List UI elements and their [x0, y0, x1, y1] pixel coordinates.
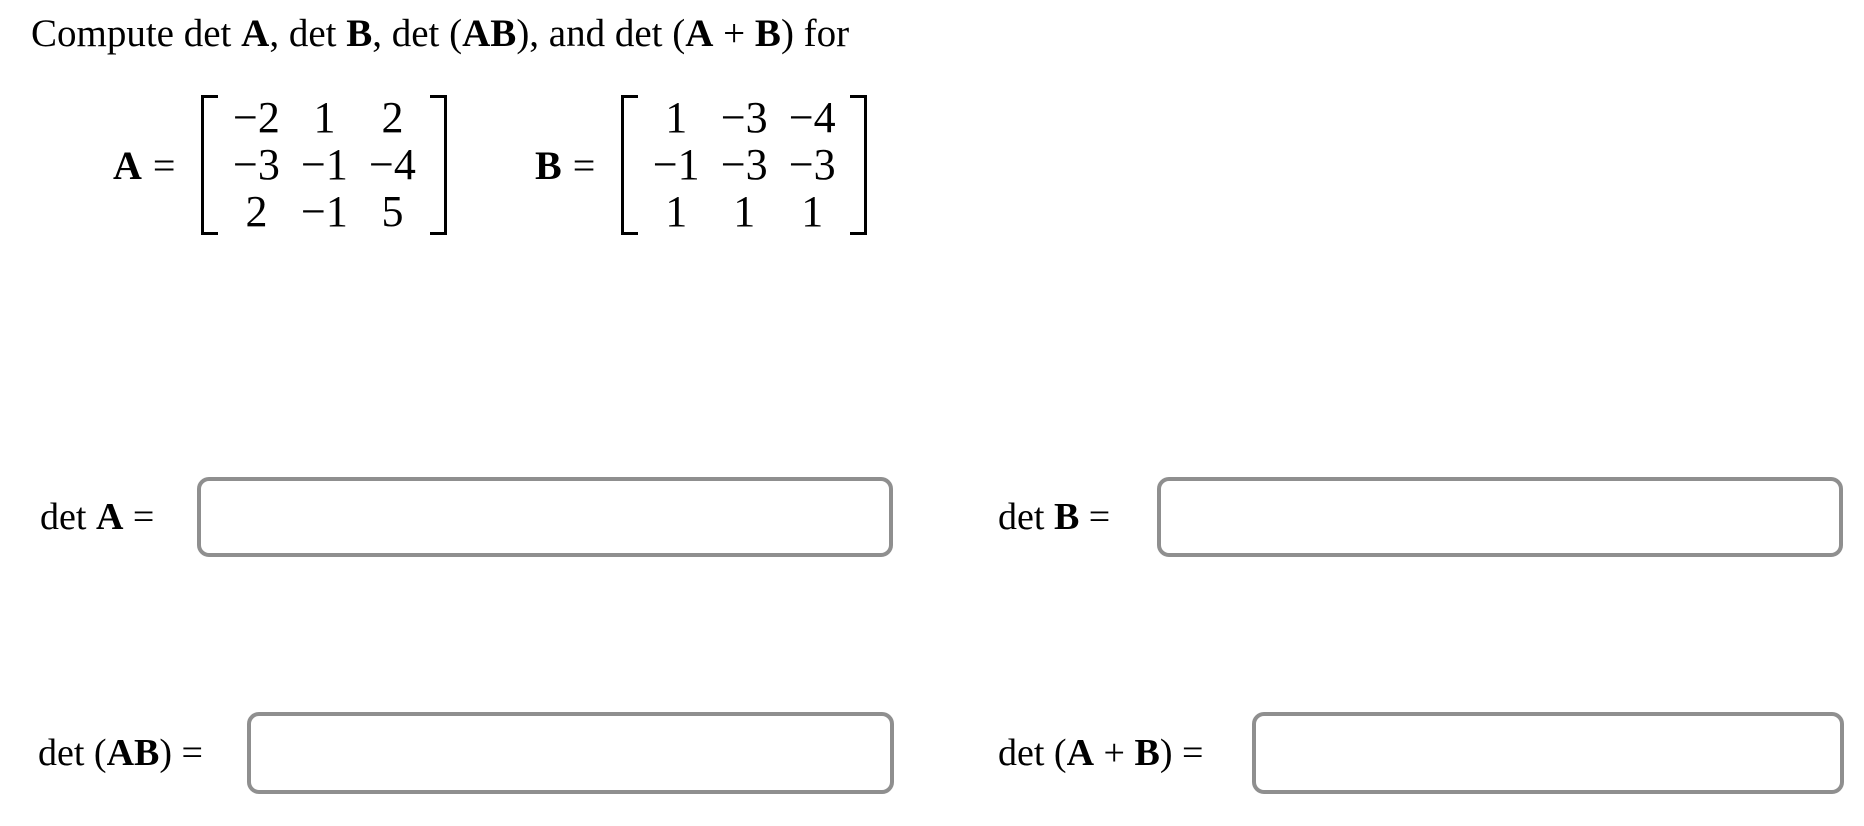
title-text-segment: + [713, 12, 755, 55]
matrix-a-symbol: A [1066, 732, 1095, 774]
left-bracket-glyph [621, 95, 639, 235]
matrix-cell: 1 [313, 93, 336, 143]
det-a-input[interactable] [197, 477, 893, 557]
label-text-segment: det ( [38, 732, 107, 774]
det-a-plus-b-label: det (A + B) = [998, 712, 1203, 794]
equals-sign: = [572, 142, 596, 188]
right-bracket-glyph [850, 95, 868, 235]
det-a-plus-b-input[interactable] [1252, 712, 1844, 794]
det-a-label: det A = [40, 477, 154, 557]
matrix-cell: −1 [301, 139, 348, 189]
matrix-cell: 5 [381, 186, 404, 236]
matrix-a-grid: −2 1 2 −3 −1 −4 2 −1 5 [218, 95, 430, 235]
matrix-cell: −4 [369, 139, 416, 189]
matrix-b-symbol: B [1134, 732, 1160, 774]
matrix-b-definition: B= 1 −3 −4 −1 −3 −3 1 1 1 [535, 95, 868, 235]
matrix-b-grid: 1 −3 −4 −1 −3 −3 1 1 1 [638, 95, 850, 235]
title-text-segment: ), and det ( [516, 12, 686, 55]
equals-sign: = [152, 142, 176, 188]
matrix-cell: −3 [720, 139, 768, 189]
matrix-b-brackets: 1 −3 −4 −1 −3 −3 1 1 1 [621, 95, 868, 235]
matrix-cell: 1 [801, 186, 824, 236]
matrix-cell: 1 [733, 186, 756, 236]
matrix-cell: 2 [381, 93, 404, 143]
label-text-segment: det [40, 496, 96, 538]
matrix-a-symbol: A [113, 142, 142, 188]
title-text-segment: , det [269, 12, 347, 55]
problem-statement: Compute det A, det B, det (AB), and det … [31, 12, 849, 57]
matrix-b-symbol: B [535, 142, 562, 188]
det-b-label-text: det B = [998, 495, 1110, 539]
det-a-plus-b-label-text: det (A + B) = [998, 731, 1203, 775]
matrix-b-symbol: B [1053, 496, 1080, 538]
det-a-label-text: det A = [40, 495, 154, 539]
matrix-cell: −3 [788, 139, 836, 189]
matrix-cell: −2 [233, 93, 280, 143]
matrix-a-symbol: A [95, 496, 124, 538]
matrix-a-brackets: −2 1 2 −3 −1 −4 2 −1 5 [201, 95, 448, 235]
left-bracket-glyph [201, 95, 219, 235]
matrix-cell: −3 [720, 93, 768, 143]
matrix-cell: −1 [301, 186, 348, 236]
matrix-cell: −4 [788, 93, 836, 143]
matrix-a-label: A= [113, 142, 175, 189]
matrix-ab-symbol: AB [462, 12, 517, 55]
matrix-b-symbol: B [346, 12, 373, 55]
matrix-cell: −1 [652, 139, 700, 189]
det-ab-label: det (AB) = [38, 712, 203, 794]
label-text-segment: det ( [998, 732, 1067, 774]
matrix-cell: 1 [665, 93, 688, 143]
label-text-segment: = [1079, 496, 1111, 538]
det-b-label: det B = [998, 477, 1110, 557]
matrix-cell: 2 [245, 186, 268, 236]
matrix-a-symbol: A [685, 12, 714, 55]
matrix-cell: −3 [233, 139, 280, 189]
label-text-segment: ) = [159, 732, 203, 774]
label-text-segment: = [123, 496, 155, 538]
matrix-b-symbol: B [754, 12, 781, 55]
matrix-ab-symbol: AB [106, 732, 160, 774]
det-ab-label-text: det (AB) = [38, 731, 203, 775]
title-text-segment: ) for [780, 12, 850, 55]
det-ab-input[interactable] [247, 712, 894, 794]
det-b-input[interactable] [1157, 477, 1843, 557]
label-text-segment: det [998, 496, 1054, 538]
title-text-segment: , det ( [372, 12, 463, 55]
matrix-b-label: B= [535, 142, 595, 189]
matrix-cell: 1 [665, 186, 688, 236]
right-bracket-glyph [430, 95, 448, 235]
matrix-a-symbol: A [241, 12, 270, 55]
matrix-a-definition: A= −2 1 2 −3 −1 −4 2 −1 5 [113, 95, 448, 235]
title-text-segment: Compute det [31, 12, 242, 55]
label-text-segment: ) = [1159, 732, 1204, 774]
label-text-segment: + [1094, 732, 1135, 774]
